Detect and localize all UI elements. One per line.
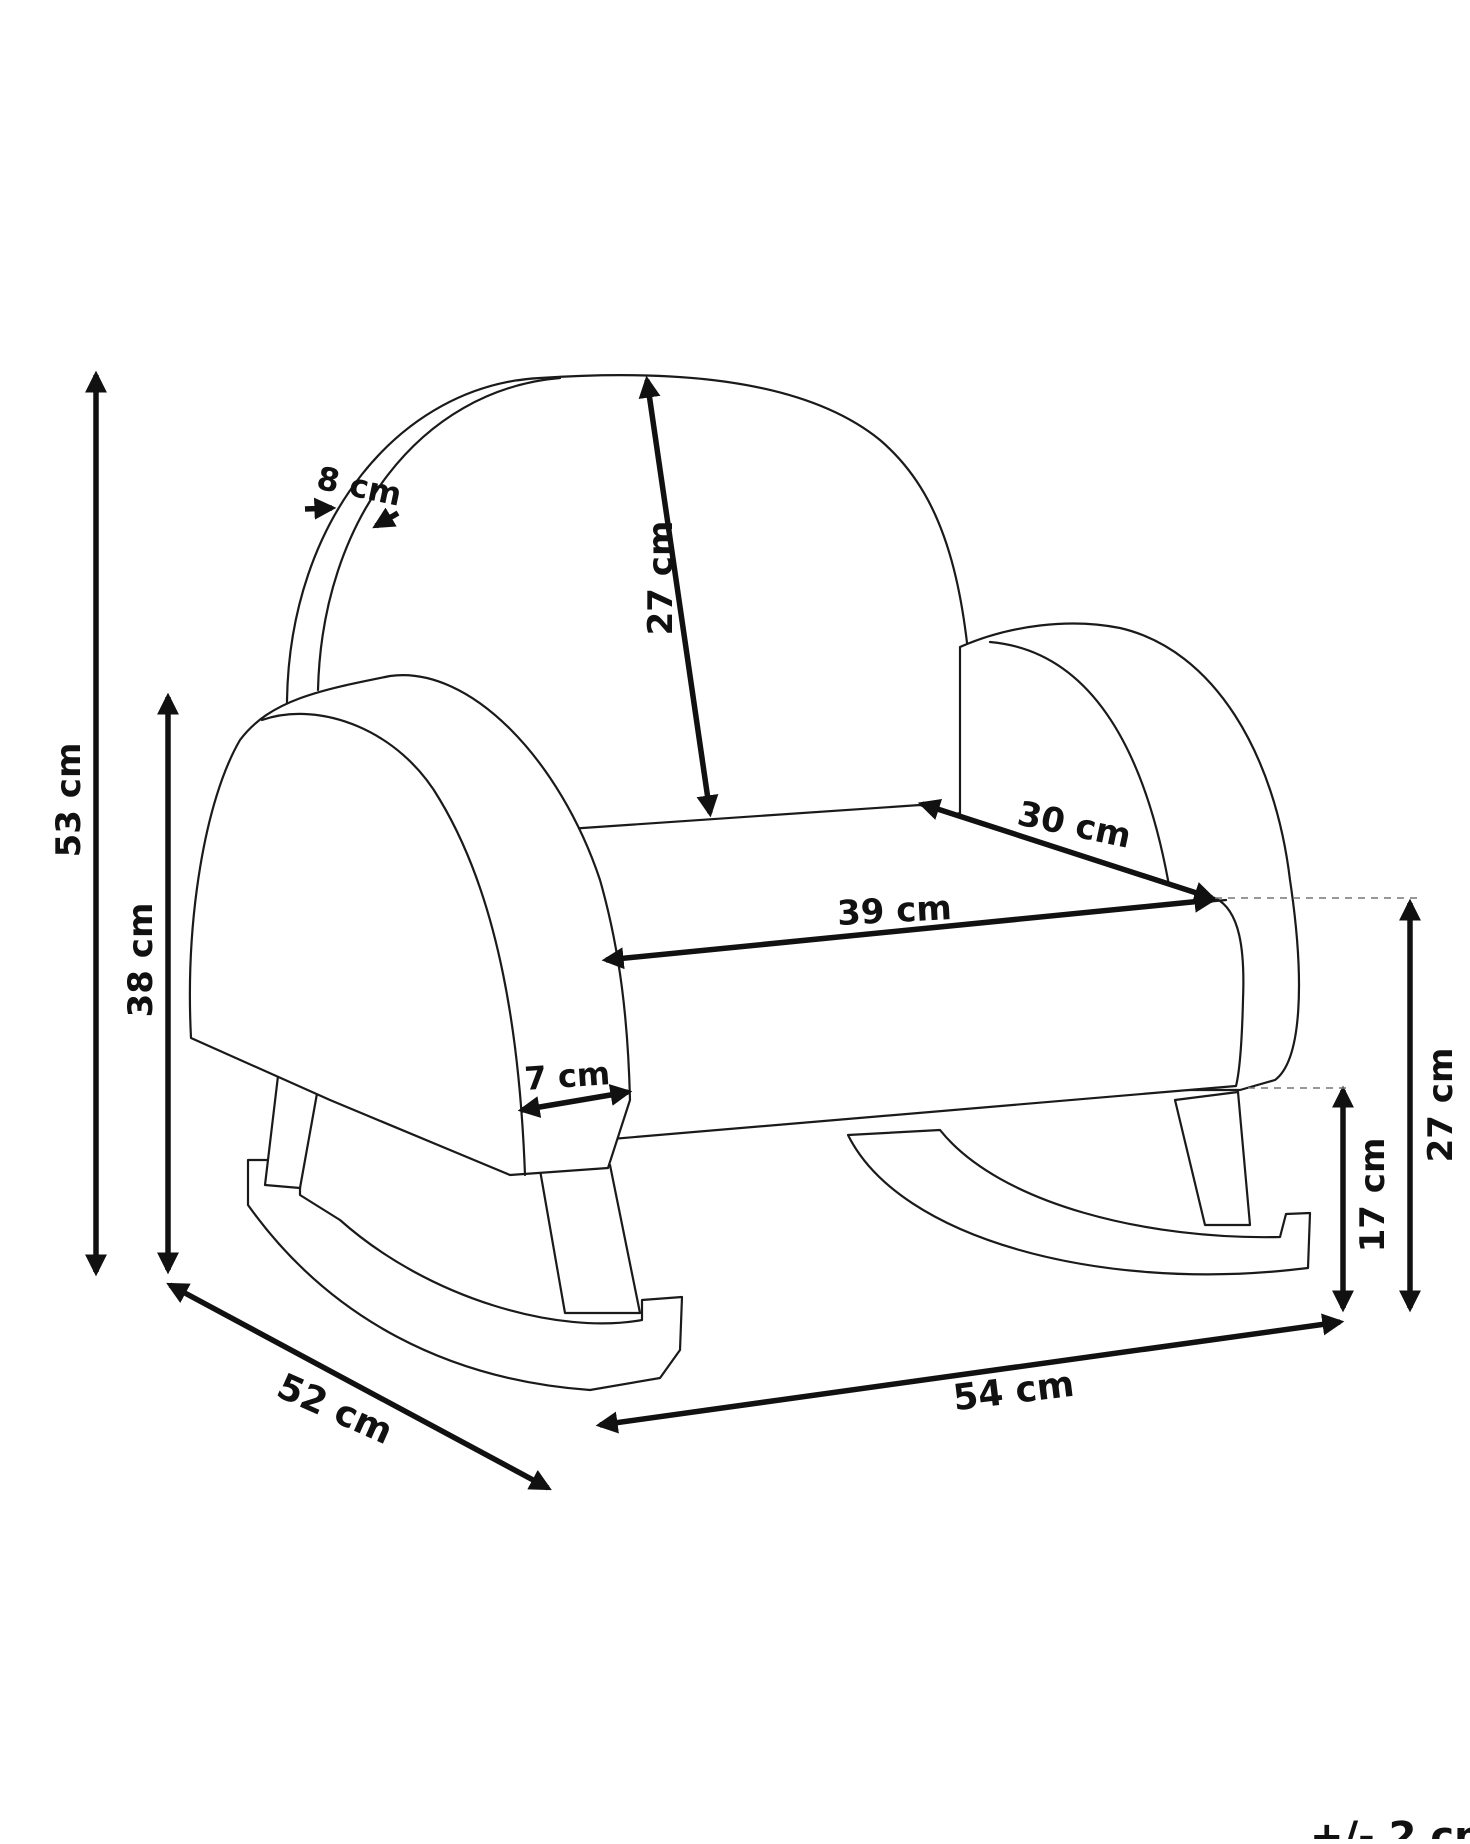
seat-width-label: 39 cm — [836, 888, 953, 934]
front-rocker-leg-right — [538, 1163, 642, 1315]
left-armrest — [188, 674, 632, 1177]
armrest-width-label: 7 cm — [523, 1054, 611, 1098]
dimension-lines — [85, 370, 1421, 1491]
seat-height-label: 27 cm — [1421, 1048, 1461, 1163]
depth-arrow — [166, 1282, 552, 1491]
backrest-edge — [316, 376, 562, 692]
back-rocker — [846, 1128, 1312, 1276]
backrest-thickness-arrow-left — [304, 497, 337, 520]
back-rocker-leg — [1173, 1090, 1252, 1227]
front-rocker-leg-left — [263, 1074, 320, 1190]
width-arrow — [595, 1313, 1345, 1434]
total-height-label: 53 cm — [49, 743, 89, 858]
tolerance-label: +/- 2 cm — [1310, 1814, 1470, 1839]
backrest-height-label: 27 cm — [641, 521, 681, 636]
armrest-height-label: 38 cm — [121, 903, 161, 1018]
armrest-width-arrow — [517, 1084, 633, 1118]
depth-label: 52 cm — [271, 1366, 399, 1453]
backrest-height-arrow — [638, 375, 719, 818]
left-armrest-inner-edge — [260, 712, 527, 1177]
backrest-thickness-arrow-right — [372, 507, 400, 529]
rocker-height-label: 17 cm — [1353, 1138, 1393, 1253]
seat-width-arrow — [601, 890, 1217, 970]
seat-depth-arrow — [917, 798, 1217, 904]
rocking-chair-illustration — [188, 374, 1312, 1392]
